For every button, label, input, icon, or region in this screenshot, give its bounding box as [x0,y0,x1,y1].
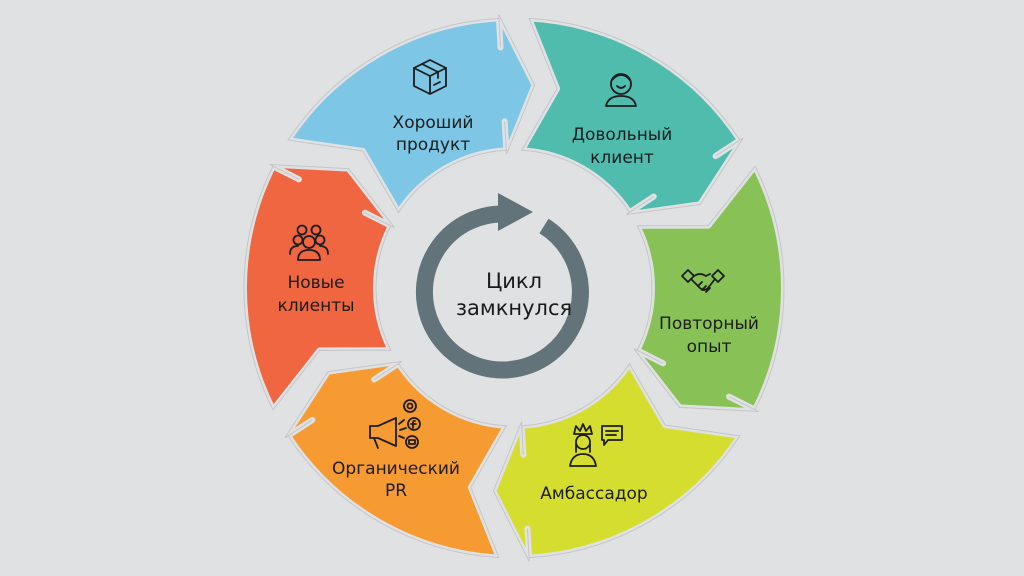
cycle-ring [241,11,787,565]
segment-label-line1: Хороший [393,113,474,133]
segment-label-line1: Довольный [572,125,673,145]
segment-happy-client: Довольный клиент [572,73,673,168]
ring-segment-organic-pr [281,358,510,561]
smiling-person-icon [605,73,637,107]
ring-segment-new-clients [241,161,398,413]
ring-segment-good-product [285,11,538,216]
segment-label-line1: Органический [332,459,460,479]
megaphone-social-icon [369,399,421,449]
center-label-line1: Цикл [486,269,542,293]
ring-segment-happy-client [518,15,747,218]
center-label-line2: замкнулся [456,296,572,320]
segment-label-line2: опыт [687,337,732,357]
handshake-icon [681,269,725,293]
segment-label-line1: Новые [287,273,344,293]
segment-organic-pr: Органический PR [332,399,460,501]
segment-new-clients: Новые клиенты [277,224,355,316]
ring-segment-outline [520,17,744,216]
ring-segment-outline [243,163,395,411]
segment-label-line1: Амбассадор [540,484,647,504]
segment-label-line2: клиент [590,148,654,168]
segment-ambassador: Амбассадор [540,423,648,504]
crowned-person-speech-icon [569,423,623,467]
center-cycle-arrow-icon [415,193,589,379]
segment-label-line2: клиенты [277,296,354,316]
ring-segment-outline [492,362,741,562]
group-people-icon [289,224,329,261]
ring-segment-outline [284,360,508,559]
segment-good-product: Хороший продукт [393,59,474,155]
segment-label-line2: PR [385,481,407,501]
ring-segment-outline [633,165,785,413]
segment-label-line2: продукт [396,135,470,155]
segment-label-line1: Повторный [659,314,759,334]
ring-segment-outline [287,14,536,214]
segment-repeat-experience: Повторный опыт [659,269,759,357]
box-icon [413,59,447,95]
ring-segment-ambassador [490,360,743,565]
